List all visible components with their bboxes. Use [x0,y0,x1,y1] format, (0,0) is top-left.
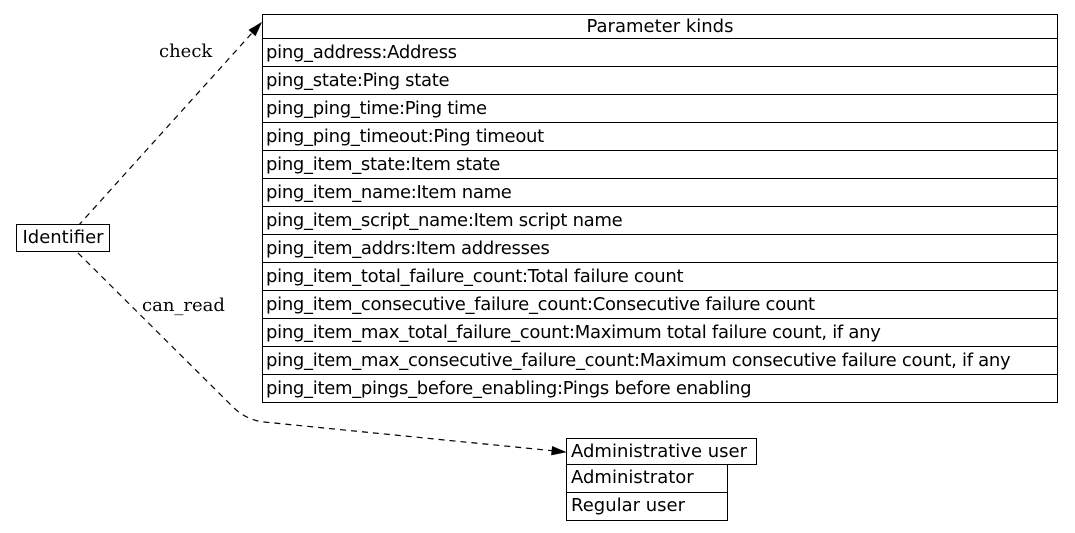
parameter-row: ping_item_max_consecutive_failure_count:… [263,346,1057,374]
parameter-row: ping_item_pings_before_enabling:Pings be… [263,374,1057,402]
admin-user-title: Administrative user [566,438,757,465]
parameter-kinds-title: Parameter kinds [586,16,734,37]
can-read-edge-arrowhead-icon [551,445,567,456]
check-edge-arrowhead-icon [248,21,263,37]
parameter-row: ping_item_state:Item state [263,150,1057,178]
parameter-row: ping_item_max_total_failure_count:Maximu… [263,318,1057,346]
parameter-row: ping_item_addrs:Item addresses [263,234,1057,262]
user-row: Regular user [566,493,728,521]
user-row: Administrator [566,465,728,493]
parameter-row: ping_item_script_name:Item script name [263,206,1057,234]
check-edge-label: check [159,41,213,62]
can-read-edge-line [77,252,553,452]
can-read-edge-label: can_read [142,295,225,316]
parameter-row: ping_item_consecutive_failure_count:Cons… [263,290,1057,318]
identifier-node: Identifier [16,224,110,252]
parameter-row: ping_item_name:Item name [263,178,1057,206]
parameter-row: ping_address:Address [263,38,1057,66]
parameter-row: ping_state:Ping state [263,66,1057,94]
parameter-row: ping_ping_timeout:Ping timeout [263,122,1057,150]
parameter-row: ping_ping_time:Ping time [263,94,1057,122]
parameter-row: ping_item_total_failure_count:Total fail… [263,262,1057,290]
